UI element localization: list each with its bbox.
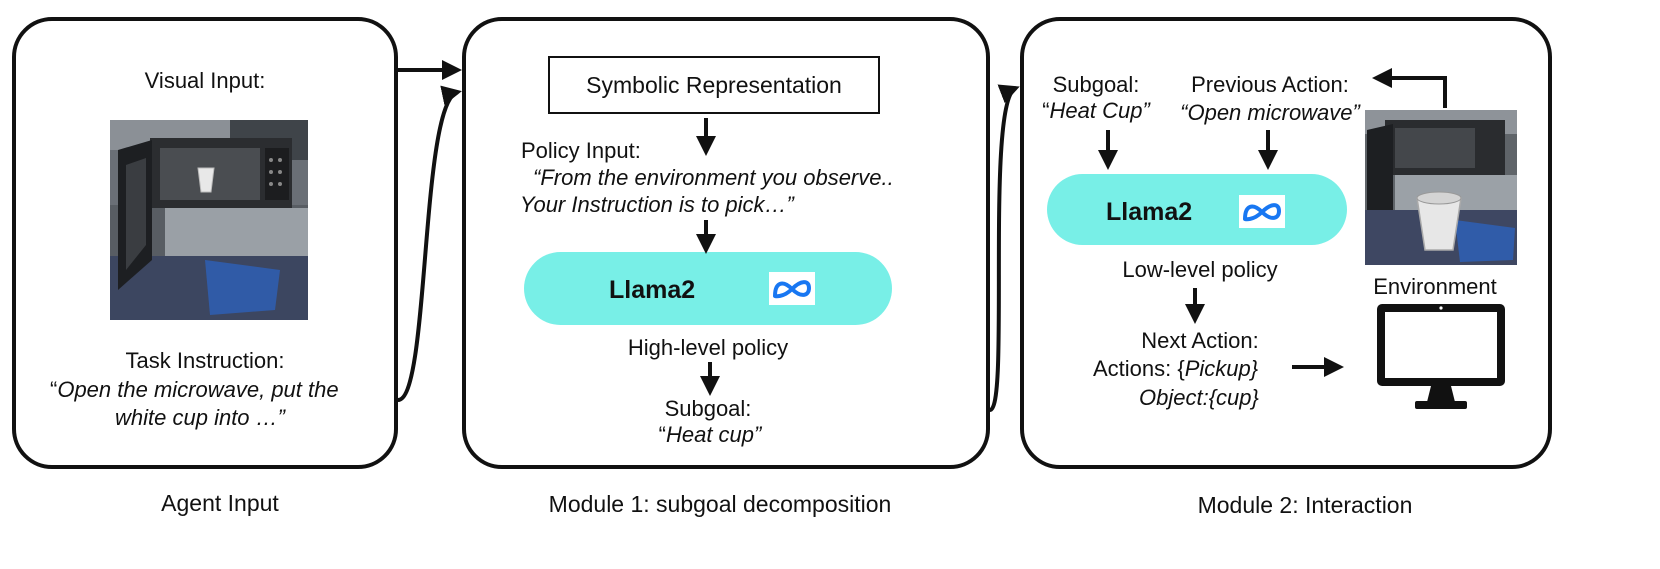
object-line: Object:{cup}: [1139, 385, 1259, 410]
arrow-environment-to-previous: [1372, 68, 1447, 108]
arrow-task-to-module1: [397, 85, 462, 402]
module1-subgoal-label: Subgoal:: [664, 396, 752, 421]
next-action-label: Next Action:: [1141, 328, 1259, 353]
low-level-llama-label: Llama2: [1106, 198, 1193, 226]
module1-subgoal-text: Heat cup”: [665, 422, 762, 447]
module1-caption: Module 1: subgoal decomposition: [548, 491, 892, 517]
actions-prefix: Actions: {: [1093, 356, 1185, 381]
module2-subgoal-quote: “: [1042, 98, 1050, 123]
symbolic-representation-box: Symbolic Representation: [548, 56, 880, 114]
low-level-policy-label: Low-level policy: [1122, 257, 1278, 282]
task-quote-open: “: [50, 377, 58, 402]
actions-line: Actions: {Pickup}: [1093, 356, 1258, 382]
task-instruction-label: Task Instruction:: [125, 348, 285, 373]
environment-scene-image: [1365, 110, 1517, 265]
actions-value: Pickup}: [1184, 356, 1259, 381]
task-instruction-text1: Open the microwave, put the: [57, 377, 339, 402]
policy-input-line1: “From the environment you observe..: [533, 165, 894, 190]
visual-input-label: Visual Input:: [144, 68, 266, 93]
low-level-llama-block: [1047, 174, 1347, 245]
module2-subgoal-value: “Heat Cup”: [1026, 98, 1166, 124]
environment-label: Environment: [1373, 274, 1497, 299]
task-instruction-line2: white cup into …”: [115, 405, 285, 430]
policy-input-label: Policy Input:: [521, 138, 641, 163]
monitor-icon: [1375, 302, 1507, 414]
module1-subgoal-quote: “: [658, 422, 666, 447]
module2-caption: Module 2: Interaction: [1197, 492, 1413, 518]
arrow-module1-to-module2: [988, 84, 1020, 412]
task-instruction-line1: “Open the microwave, put the: [50, 377, 339, 403]
module1-subgoal-value: “Heat cup”: [620, 422, 800, 448]
kitchen-scene-image: [110, 120, 308, 320]
previous-action-label: Previous Action:: [1191, 72, 1349, 97]
meta-logo-icon: [769, 272, 815, 305]
agent-input-caption: Agent Input: [161, 490, 279, 516]
module2-subgoal-label: Subgoal:: [1052, 72, 1140, 97]
high-level-policy-label: High-level policy: [627, 335, 789, 360]
meta-logo-icon: [1239, 195, 1285, 228]
high-level-llama-label: Llama2: [609, 276, 696, 304]
high-level-llama-block: [524, 252, 892, 325]
previous-action-value: “Open microwave”: [1180, 100, 1360, 125]
module2-subgoal-text: Heat Cup”: [1049, 98, 1150, 123]
policy-input-line2: Your Instruction is to pick…”: [520, 192, 794, 217]
